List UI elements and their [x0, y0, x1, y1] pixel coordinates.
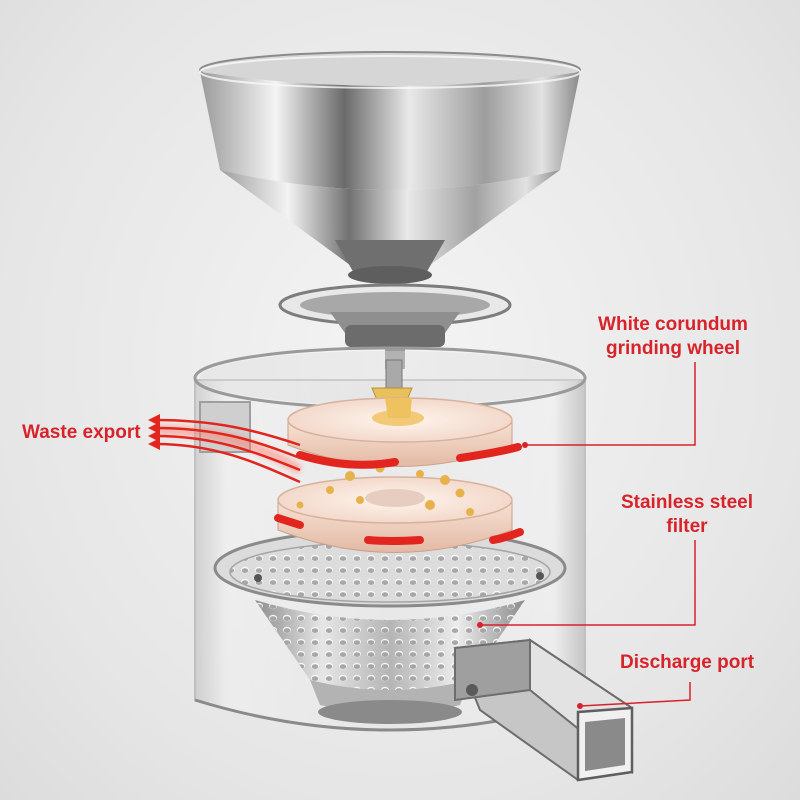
label-filter-line1: Stainless steel	[620, 492, 754, 513]
upper-grinding-wheel	[287, 397, 513, 467]
label-discharge-port: Discharge port	[620, 652, 755, 673]
waste-flow-lines	[148, 414, 303, 484]
label-grinding-wheel-line2: grinding wheel	[605, 338, 741, 359]
label-waste-export: Waste export	[22, 422, 141, 443]
label-grinding-wheel: White corundum grinding wheel	[588, 313, 758, 361]
leader-lines	[480, 362, 696, 707]
discharge-port-spout	[453, 638, 634, 782]
lower-grinding-wheel	[277, 476, 513, 553]
label-filter-line2: filter	[666, 516, 708, 537]
hopper	[199, 51, 581, 284]
rotation-arrows	[274, 443, 524, 545]
label-grinding-wheel-line1: White corundum	[598, 314, 748, 335]
label-filter: Stainless steel filter	[612, 491, 762, 539]
